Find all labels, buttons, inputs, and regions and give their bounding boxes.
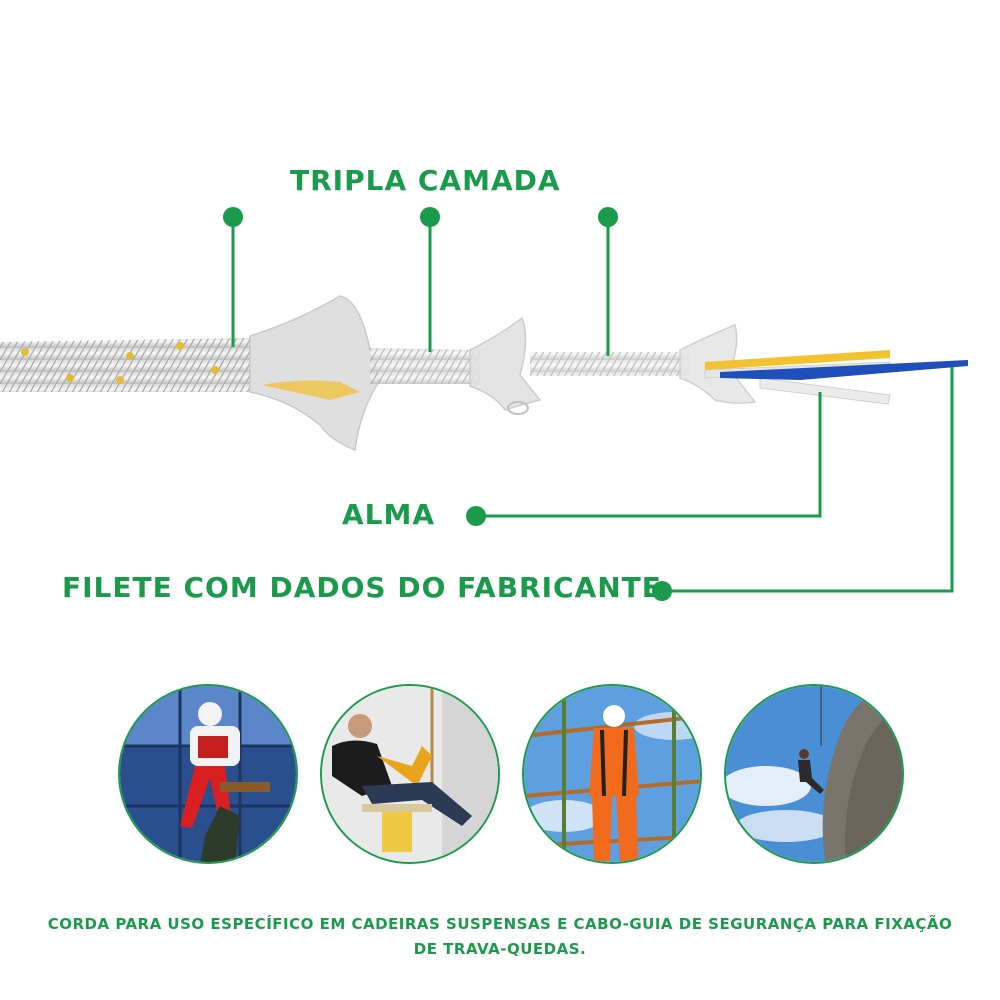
filete-pointer: [652, 367, 954, 601]
alma-pointer: [466, 392, 822, 526]
rock-climber-photo: [724, 684, 904, 864]
layer-2-strand: [370, 316, 542, 415]
suspended-chair-photo: [320, 684, 500, 864]
caption-text: CORDA PARA USO ESPECÍFICO EM CADEIRAS SU…: [47, 915, 953, 958]
filete-label: FILETE COM DADOS DO FABRICANTE: [62, 571, 662, 604]
layer-1-flare: [249, 295, 381, 452]
rope-illustration: [0, 207, 968, 601]
alma-label: ALMA: [342, 498, 436, 531]
tripla-camada-pointers: [223, 207, 618, 356]
rope-sheath: [0, 338, 250, 392]
tripla-camada-label: TRIPLA CAMADA: [290, 164, 561, 197]
scaffold-worker-photo: [522, 684, 702, 864]
window-worker-photo: [118, 684, 298, 864]
manufacturer-thread: [720, 360, 968, 380]
